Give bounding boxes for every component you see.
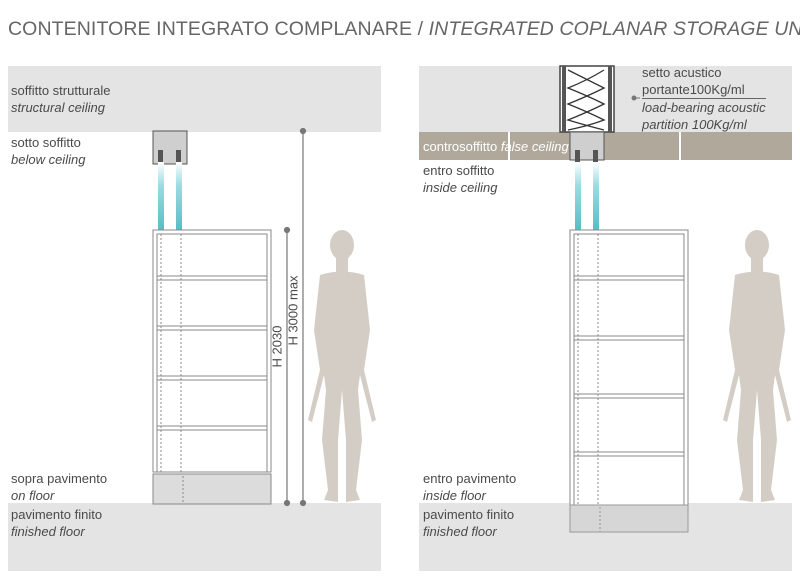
label-inside-ceiling: entro soffitto inside ceiling [423, 163, 498, 195]
label-finished-floor-right: pavimento finito finished floor [423, 507, 515, 539]
human-figure-icon [723, 230, 791, 502]
title-english: INTEGRATED COPLANAR STORAGE UNIT [428, 18, 800, 40]
false-ceiling [419, 132, 792, 160]
label-inside-floor: entro pavimento inside floor [423, 471, 517, 503]
finished-floor-slab [8, 503, 381, 571]
label-false-ceiling: controsoffitto false ceiling [423, 139, 569, 154]
dimension-max-height: H 3000 max [285, 275, 301, 346]
page-title: CONTENITORE INTEGRATO COMPLANARE / INTEG… [8, 18, 800, 41]
label-on-floor: sopra pavimento on floor [11, 471, 108, 503]
left-section [8, 66, 381, 571]
structural-ceiling-slab [8, 66, 381, 132]
label-acoustic-partition: setto acustico portante100Kg/ml load-bea… [642, 65, 766, 132]
plinth-inside-floor [569, 504, 689, 533]
dimension-lines-left [283, 127, 307, 507]
pipe-connector-icon [575, 150, 599, 230]
label-below-ceiling: sotto soffitto below ceiling [11, 135, 86, 167]
storage-unit-left [152, 229, 272, 486]
label-finished-floor-left: pavimento finito finished floor [11, 507, 103, 539]
plinth-on-floor [152, 473, 272, 505]
label-structural-ceiling: soffitto strutturale structural ceiling [11, 83, 111, 115]
storage-unit-right [569, 229, 689, 528]
title-italian: CONTENITORE INTEGRATO COMPLANARE / [8, 18, 429, 40]
human-figure-icon [308, 230, 376, 502]
dimension-unit-height: H 2030 [269, 325, 285, 368]
right-section [419, 65, 792, 571]
pipe-connector-icon [158, 150, 182, 230]
acoustic-insulation-icon [559, 65, 615, 133]
